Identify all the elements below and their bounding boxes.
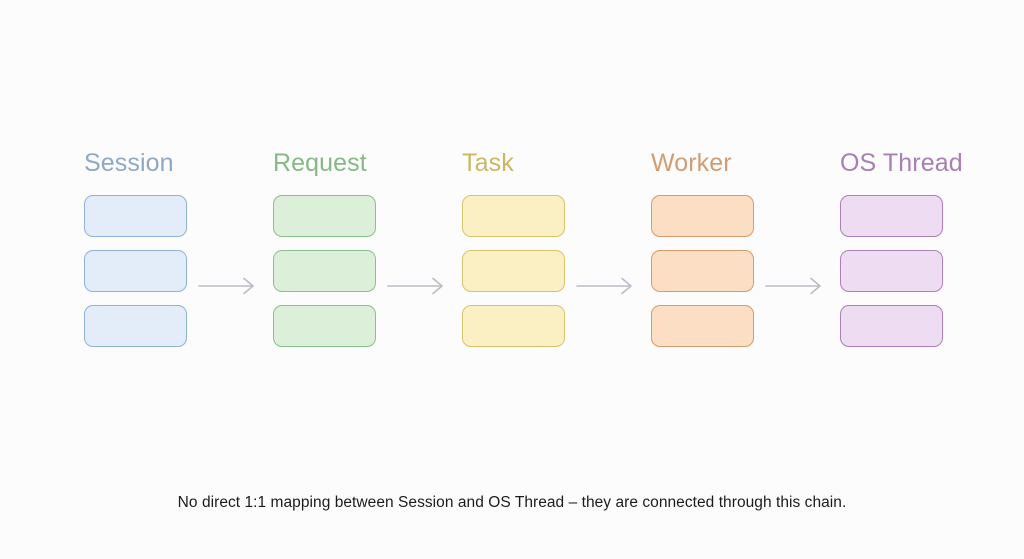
column-title-session: Session (84, 149, 174, 177)
node-box-request-3 (273, 305, 376, 347)
column-title-request: Request (273, 149, 367, 177)
node-box-os-thread-2 (840, 250, 943, 292)
column-worker: Worker (651, 148, 754, 347)
node-box-worker-3 (651, 305, 754, 347)
column-session: Session (84, 148, 187, 347)
node-box-os-thread-3 (840, 305, 943, 347)
right-arrow-icon-3 (576, 277, 632, 295)
box-stack-request (273, 195, 376, 347)
arrow-gap-task-worker (565, 148, 651, 363)
arrow-gap-session-request (187, 148, 273, 363)
box-stack-session (84, 195, 187, 347)
node-box-session-2 (84, 250, 187, 292)
column-title-task: Task (462, 149, 514, 177)
right-arrow-icon-1 (198, 277, 254, 295)
column-request: Request (273, 148, 376, 347)
right-arrow-icon-2 (387, 277, 443, 295)
columns-band: Session Request (0, 148, 1024, 363)
right-arrow-icon-4 (765, 277, 821, 295)
node-box-task-2 (462, 250, 565, 292)
node-box-worker-2 (651, 250, 754, 292)
node-box-request-1 (273, 195, 376, 237)
column-title-os-thread: OS Thread (840, 149, 963, 177)
column-os-thread: OS Thread (840, 148, 963, 347)
arrow-gap-request-task (376, 148, 462, 363)
box-stack-worker (651, 195, 754, 347)
box-stack-os-thread (840, 195, 943, 347)
node-box-worker-1 (651, 195, 754, 237)
diagram-caption: No direct 1:1 mapping between Session an… (177, 494, 847, 511)
node-box-session-1 (84, 195, 187, 237)
node-box-task-3 (462, 305, 565, 347)
arrow-gap-worker-osthread (754, 148, 840, 363)
column-task: Task (462, 148, 565, 347)
box-stack-task (462, 195, 565, 347)
node-box-session-3 (84, 305, 187, 347)
node-box-task-1 (462, 195, 565, 237)
node-box-os-thread-1 (840, 195, 943, 237)
node-box-request-2 (273, 250, 376, 292)
column-title-worker: Worker (651, 149, 732, 177)
